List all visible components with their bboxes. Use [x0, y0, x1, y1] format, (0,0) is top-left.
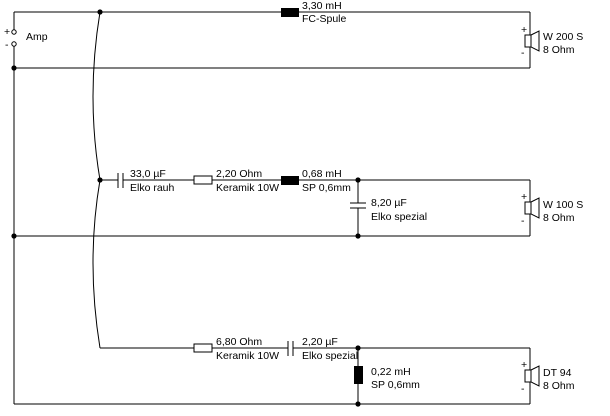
- shunt-inductor-name: SP 0,6mm: [371, 379, 420, 391]
- amp-minus-sign: -: [5, 39, 9, 51]
- junction-dot: [355, 233, 361, 239]
- resistor-keramik: [193, 343, 213, 353]
- speaker-plus-sign: +: [521, 359, 527, 371]
- branch-mid: 33,0 µF Elko rauh 2,20 Ohm Keramik 10W 0…: [100, 168, 583, 239]
- inductor-name: SP 0,6mm: [302, 182, 351, 194]
- amp-label: Amp: [26, 31, 48, 43]
- junction-dot: [355, 401, 361, 407]
- resistor-name: Keramik 10W: [216, 182, 279, 194]
- amp-terminals: + - Amp: [4, 12, 48, 404]
- speaker-impedance: 8 Ohm: [543, 212, 575, 224]
- speaker-icon: [524, 365, 540, 387]
- amp-plus-terminal: [11, 29, 17, 35]
- bus-jumper-lower: [92, 179, 101, 349]
- speaker-minus-sign: -: [521, 383, 525, 395]
- shunt-capacitor-name: Elko spezial: [371, 211, 427, 223]
- inductor-value: 3,30 mH: [302, 0, 342, 12]
- bus-jumper-upper: [92, 11, 101, 181]
- branch-bottom: 6,80 Ohm Keramik 10W 2,20 µF Elko spezia…: [100, 336, 575, 407]
- junction-dot: [11, 233, 17, 239]
- positive-bus: [14, 9, 530, 349]
- inductor-value: 0,68 mH: [302, 168, 342, 180]
- amp-plus-sign: +: [4, 26, 10, 38]
- capacitor-value: 2,20 µF: [302, 336, 338, 348]
- shunt-capacitor: [350, 202, 366, 209]
- inductor-name: FC-Spule: [302, 13, 347, 25]
- speaker-impedance: 8 Ohm: [543, 380, 575, 392]
- negative-returns: [11, 65, 530, 405]
- capacitor-name: Elko spezial: [302, 350, 358, 362]
- junction-dot: [11, 65, 17, 71]
- amp-minus-terminal: [11, 41, 17, 47]
- inductor-sp: [281, 176, 299, 185]
- speaker-model: W 100 S: [543, 199, 583, 211]
- speaker-icon: [524, 30, 540, 52]
- speaker-plus-sign: +: [521, 191, 527, 203]
- capacitor-name: Elko rauh: [130, 182, 175, 194]
- capacitor-elko-spezial: [287, 341, 294, 356]
- capacitor-elko-rauh: [117, 173, 124, 188]
- resistor-name: Keramik 10W: [216, 350, 279, 362]
- resistor-keramik: [193, 175, 213, 185]
- speaker-minus-sign: -: [521, 47, 525, 59]
- shunt-inductor: [354, 366, 363, 384]
- speaker-impedance: 8 Ohm: [543, 44, 575, 56]
- resistor-value: 6,80 Ohm: [216, 336, 262, 348]
- capacitor-value: 33,0 µF: [130, 168, 166, 180]
- resistor-value: 2,20 Ohm: [216, 168, 262, 180]
- speaker-plus-sign: +: [521, 24, 527, 36]
- speaker-icon: [524, 197, 540, 219]
- shunt-capacitor-value: 8,20 µF: [371, 197, 407, 209]
- branch-top: 3,30 mH FC-Spule + - W 200 S 8 Ohm: [281, 0, 583, 68]
- speaker-minus-sign: -: [521, 215, 525, 227]
- speaker-model: DT 94: [543, 367, 572, 379]
- speaker-model: W 200 S: [543, 31, 583, 43]
- shunt-inductor-value: 0,22 mH: [371, 366, 411, 378]
- inductor-fc-spule: [281, 8, 299, 17]
